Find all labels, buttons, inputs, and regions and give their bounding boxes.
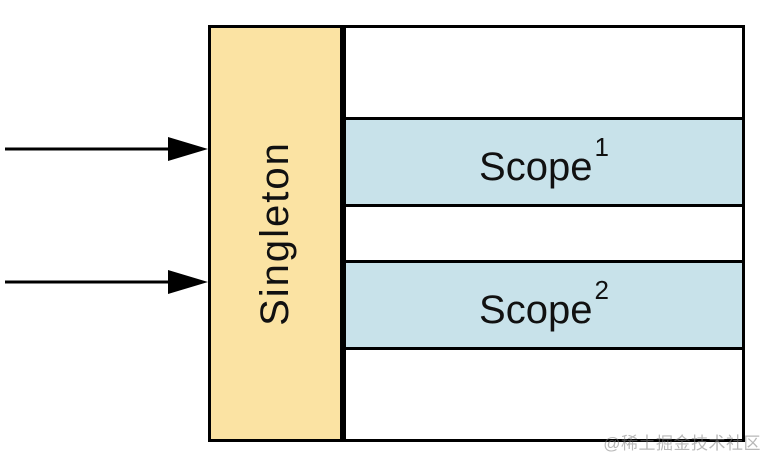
scope1-lane: Scope1 [343, 117, 745, 207]
singleton-label: Singleton [253, 141, 298, 326]
scopes-container-box [343, 25, 745, 442]
left-arrow-icon [5, 137, 208, 161]
watermark: @稀土掘金技术社区 [603, 434, 761, 453]
scope1-superscript: 1 [594, 132, 609, 162]
scope2-superscript: 2 [594, 275, 609, 305]
left-arrow-icon [5, 270, 208, 294]
scope2-label: Scope2 [479, 277, 609, 333]
scope2-label-text: Scope [479, 288, 593, 332]
scope1-label-text: Scope [479, 145, 593, 189]
scope2-lane: Scope2 [343, 260, 745, 350]
singleton-box: Singleton [208, 25, 343, 442]
scope1-label: Scope1 [479, 134, 609, 190]
